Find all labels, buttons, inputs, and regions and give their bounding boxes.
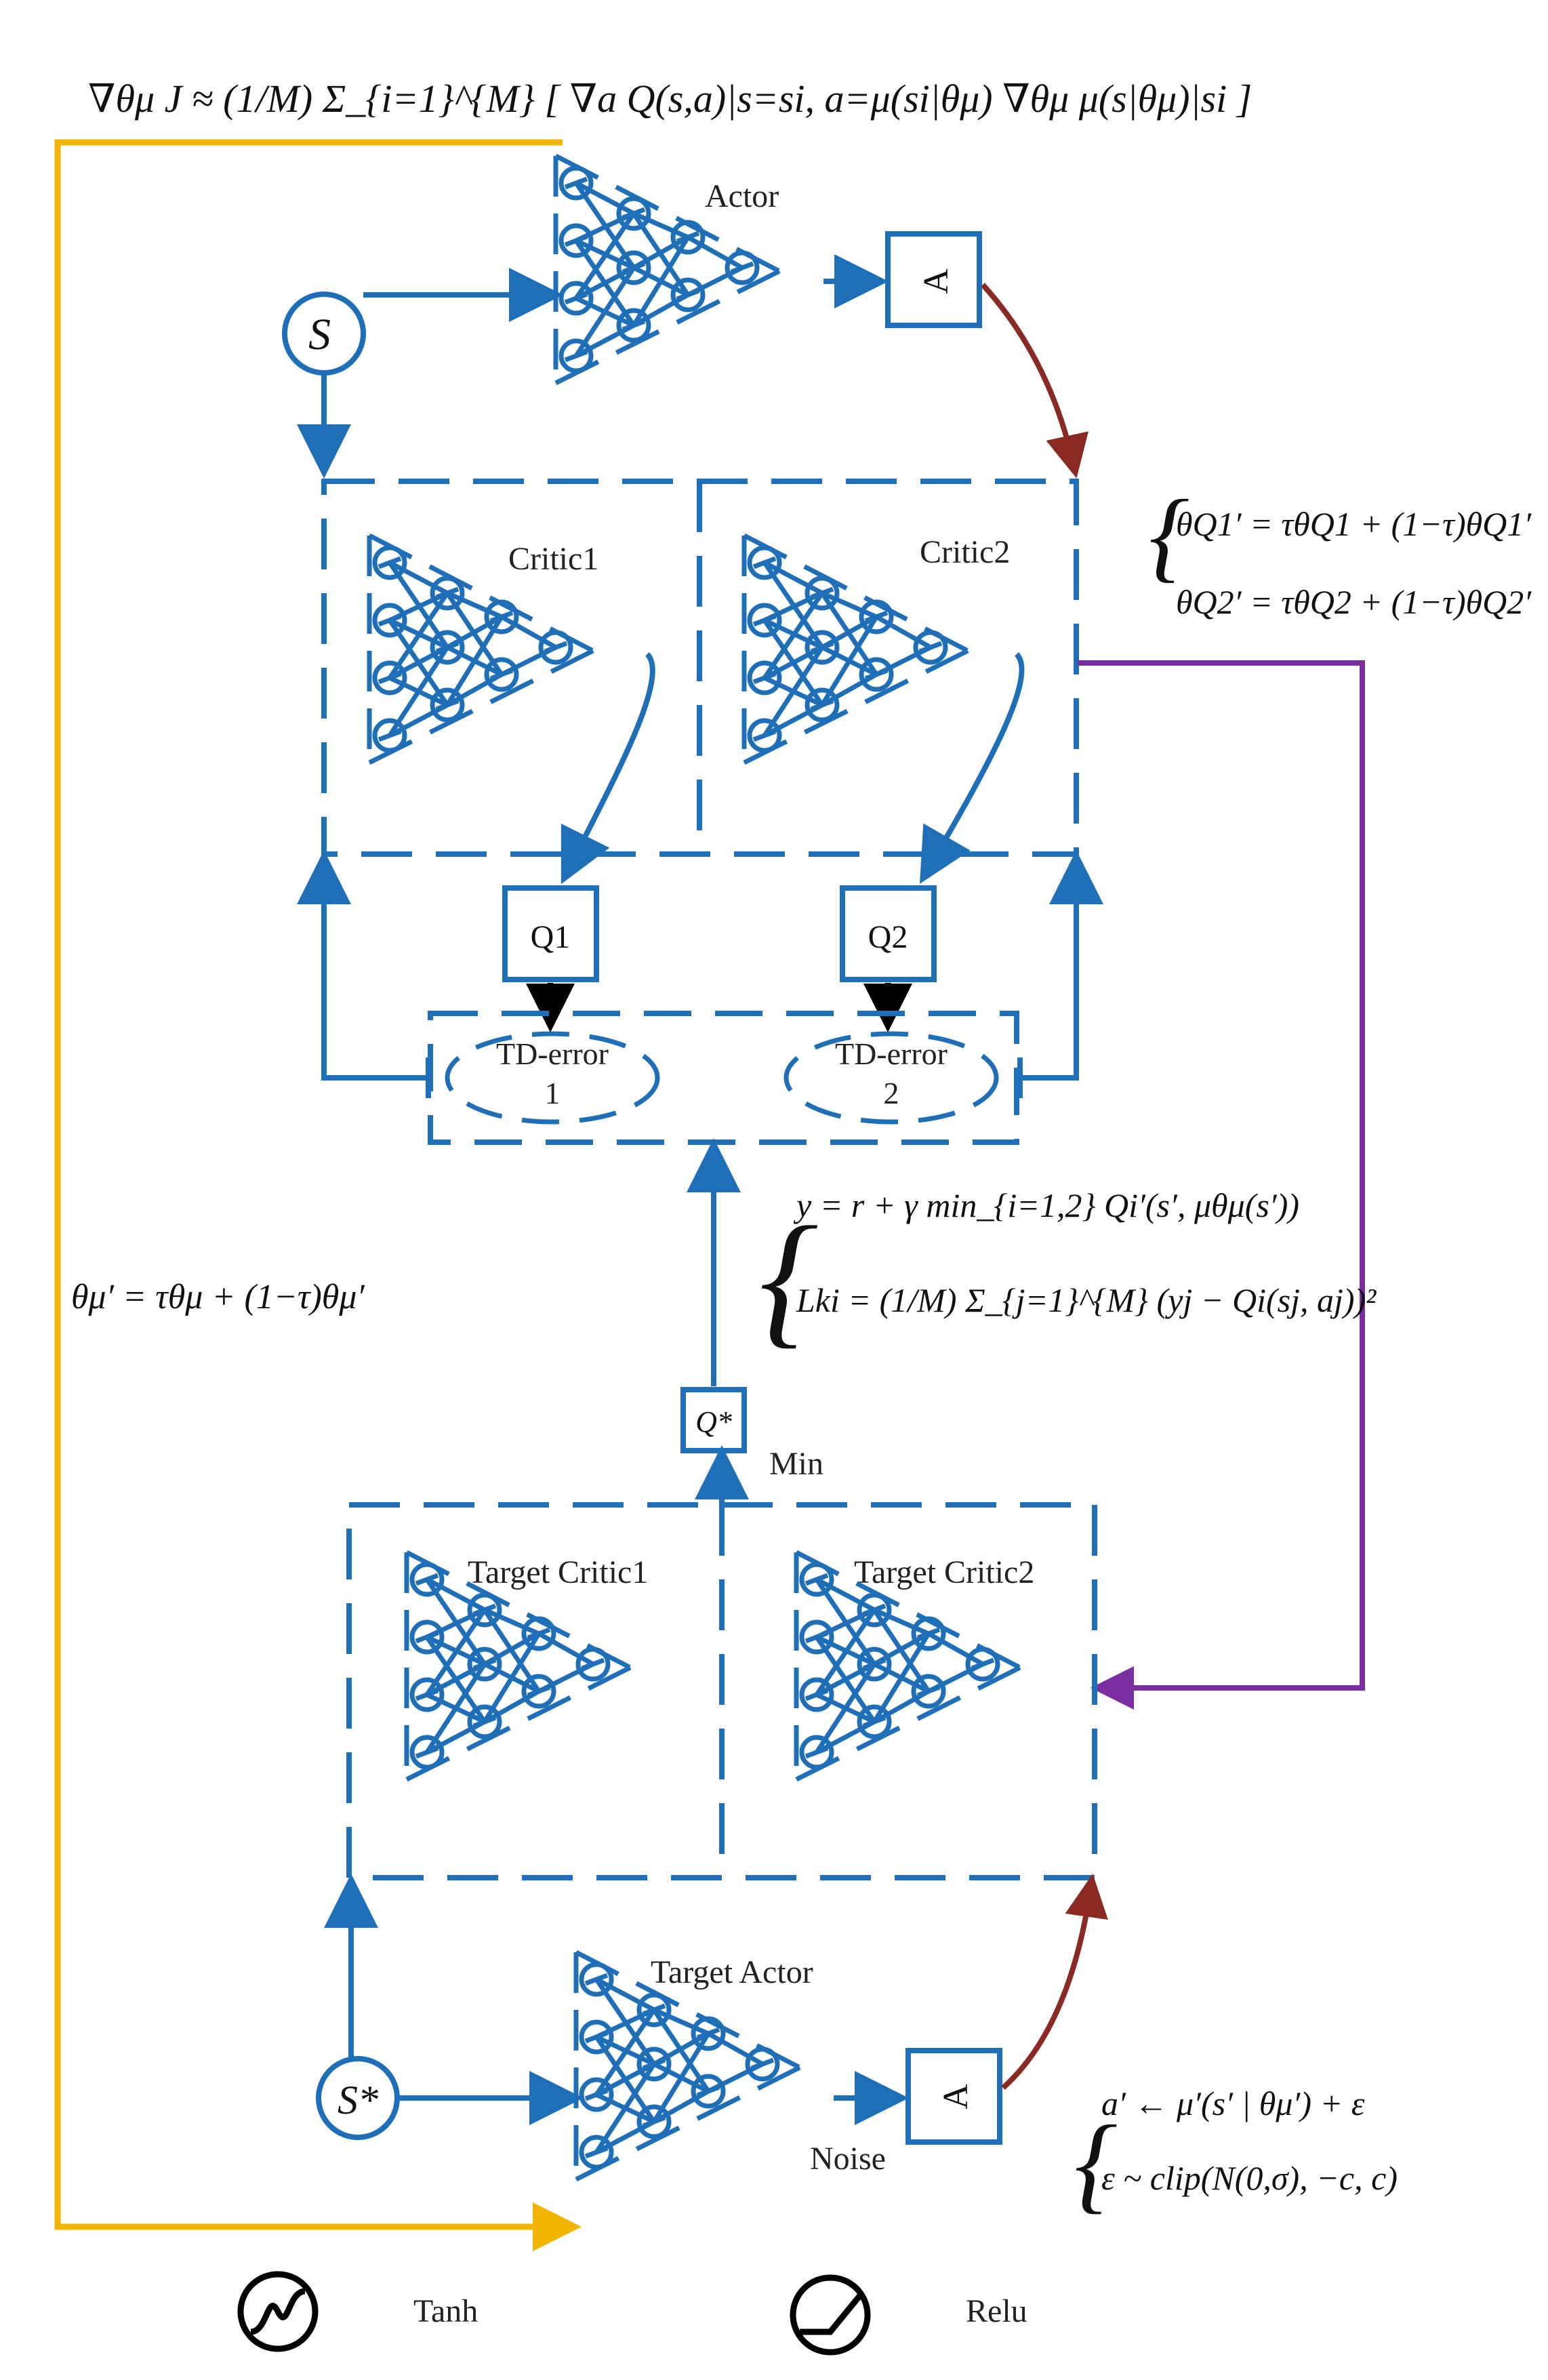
target-y-formula: y = r + γ min_{i=1,2} Qi′(s′, μθμ(s′))	[793, 1186, 1299, 1224]
action-box	[885, 231, 982, 328]
relu-legend-label: Relu	[966, 2293, 1027, 2329]
critic1-label: Critic1	[508, 541, 598, 577]
relu-icon	[790, 2274, 871, 2356]
qstar-label: Q*	[695, 1405, 732, 1438]
critic-soft-update-formula-2: θQ2′ = τθQ2 + (1−τ)θQ2′	[1176, 583, 1532, 621]
noise-action-formula: a′ ← μ′(s′ | θμ′) + ε	[1101, 2084, 1365, 2122]
tanh-legend-label: Tanh	[413, 2293, 478, 2329]
noise-clip-formula: ε ~ clip(N(0,σ), −c, c)	[1101, 2159, 1398, 2197]
action-to-critic-arrow	[981, 283, 1088, 479]
td-to-critic1-arrow	[297, 850, 428, 1081]
td-error-2-label: TD-error	[835, 1036, 948, 1071]
critic1-to-q1-arrow	[561, 652, 655, 885]
target-actor-label: Target Actor	[651, 1954, 813, 1990]
td-error-box	[428, 1011, 1019, 1145]
noise-label: Noise	[810, 2141, 886, 2177]
target-state-label: S*	[338, 2078, 378, 2122]
td-error-2-index: 2	[884, 1076, 899, 1110]
min-label: Min	[769, 1446, 823, 1482]
td-error-1-ellipse	[445, 1031, 660, 1125]
critic2-to-q2-arrow	[920, 652, 1025, 884]
q1-label: Q1	[531, 919, 571, 955]
target-action-label: A	[937, 2084, 975, 2110]
target-critic2-label: Target Critic2	[854, 1554, 1034, 1590]
target-critic-group-box	[346, 1502, 1097, 1880]
noise-brace: {	[1074, 2103, 1118, 2223]
policy-gradient-formula: ∇θμ J ≈ (1/M) Σ_{i=1}^{M} [ ∇a Q(s,a)|s=…	[88, 77, 1252, 121]
critic-soft-update-formula-1: θQ1′ = τθQ1 + (1−τ)θQ1′	[1176, 505, 1532, 543]
critic-loss-formula: Lki = (1/M) Σ_{j=1}^{M} (yj − Qi(sj, aj)…	[796, 1281, 1377, 1319]
target-action-box	[905, 2048, 1002, 2145]
td-error-1-label: TD-error	[496, 1036, 609, 1071]
td-error-1-index: 1	[545, 1076, 561, 1110]
state-label: S	[308, 310, 331, 359]
critic-group-box	[321, 479, 1079, 857]
critic-soft-update-line	[1078, 660, 1365, 1710]
critic-soft-update-brace: {	[1149, 479, 1189, 592]
actor-soft-update-line	[54, 139, 582, 2251]
actor-soft-update-formula: θμ′ = τθμ + (1−τ)θμ′	[71, 1278, 365, 1316]
action-label: A	[917, 268, 956, 294]
target-loss-brace: {	[759, 1196, 819, 1361]
target-critic1-label: Target Critic1	[468, 1554, 648, 1590]
critic2-label: Critic2	[920, 534, 1010, 570]
tanh-icon	[237, 2271, 319, 2352]
q2-box	[840, 885, 937, 982]
target-action-to-target-critic-arrow	[1001, 1874, 1108, 2090]
td-error-2-ellipse	[783, 1031, 999, 1125]
actor-label: Actor	[705, 178, 779, 214]
q2-label: Q2	[868, 919, 908, 955]
td-to-critic2-arrow	[1020, 850, 1103, 1081]
q1-box	[502, 885, 599, 982]
